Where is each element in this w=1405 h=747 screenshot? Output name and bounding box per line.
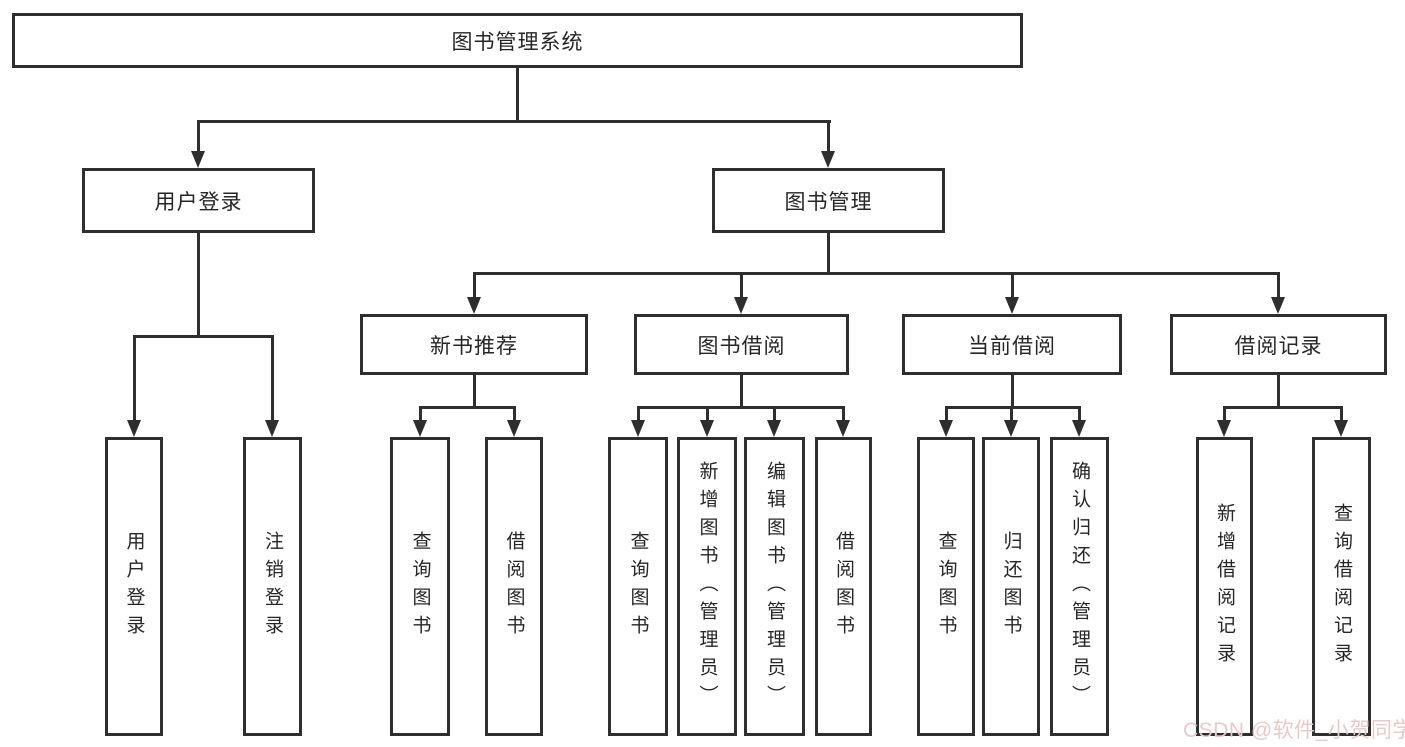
connector-line (1011, 375, 1014, 406)
arrow-down-icon (836, 420, 850, 437)
connector-line (740, 375, 743, 406)
arrow-down-icon (507, 420, 521, 437)
connector-line (473, 272, 1280, 275)
connector-line (1010, 406, 1013, 422)
leaf-label: 查询图书 (409, 530, 431, 643)
node-book-borrowing: 图书借阅 (634, 314, 849, 375)
leaf-label: 查询图书 (627, 530, 649, 643)
connector-line (513, 406, 516, 422)
arrow-down-icon (734, 297, 748, 314)
arrow-down-icon (191, 151, 205, 168)
leaf-user-login: 用户登录 (105, 437, 163, 736)
leaf-borrow-books: 借阅图书 (815, 437, 872, 736)
leaf-label: 新增借阅记录 (1214, 502, 1235, 671)
arrow-down-icon (631, 420, 645, 437)
leaf-logout: 注销登录 (243, 437, 302, 736)
arrow-down-icon (1217, 420, 1231, 437)
leaf-borrow-books-recommend: 借阅图书 (485, 437, 543, 736)
leaf-label: 确认归还（管理员） (1069, 460, 1090, 713)
connector-line (419, 406, 422, 422)
leaf-label: 编辑图书（管理员） (764, 460, 785, 713)
connector-line (637, 406, 640, 422)
connector-line (197, 120, 200, 153)
connector-line (473, 272, 476, 299)
connector-line (419, 406, 516, 409)
leaf-label: 借阅图书 (503, 530, 525, 643)
arrow-down-icon (767, 420, 781, 437)
connector-line (827, 120, 830, 153)
connector-line (1277, 375, 1280, 406)
arrow-down-icon (467, 297, 481, 314)
arrow-down-icon (821, 151, 835, 168)
arrow-down-icon (413, 420, 427, 437)
connector-line (133, 335, 274, 338)
connector-line (842, 406, 845, 422)
node-current-borrowing: 当前借阅 (902, 314, 1122, 375)
connector-line (773, 406, 776, 422)
arrow-down-icon (939, 420, 953, 437)
connector-line (1340, 406, 1343, 422)
leaf-query-books-recommend: 查询图书 (390, 437, 450, 736)
leaf-label: 查询图书 (935, 530, 957, 643)
node-borrowing-records: 借阅记录 (1170, 314, 1387, 375)
leaf-confirm-return-admin: 确认归还（管理员） (1050, 437, 1109, 736)
connector-line (516, 68, 519, 120)
connector-line (740, 272, 743, 299)
node-library-management-system: 图书管理系统 (12, 13, 1023, 68)
arrow-down-icon (265, 420, 279, 437)
arrow-down-icon (1005, 297, 1019, 314)
connector-line (197, 233, 200, 335)
connector-line (1011, 272, 1014, 299)
leaf-label: 用户登录 (123, 530, 145, 643)
leaf-label: 查询借阅记录 (1331, 502, 1352, 671)
connector-line (1223, 406, 1226, 422)
arrow-down-icon (1004, 420, 1018, 437)
connector-line (133, 335, 136, 423)
csdn-watermark: CSDN @软件_小贺同学 (1183, 719, 1405, 742)
arrow-down-icon (127, 420, 141, 437)
connector-line (706, 406, 709, 422)
connector-line (197, 120, 831, 123)
leaf-edit-books-admin: 编辑图书（管理员） (744, 437, 805, 736)
leaf-label: 归还图书 (1000, 530, 1022, 643)
leaf-query-books-borrowing: 查询图书 (608, 437, 668, 736)
connector-line (945, 406, 1081, 409)
leaf-add-borrow-record: 新增借阅记录 (1196, 437, 1253, 736)
leaf-return-books: 归还图书 (982, 437, 1040, 736)
node-book-management: 图书管理 (712, 168, 945, 233)
connector-line (473, 375, 476, 406)
node-user-login: 用户登录 (82, 168, 315, 233)
connector-line (637, 406, 845, 409)
leaf-label: 借阅图书 (833, 530, 854, 643)
leaf-label: 新增图书（管理员） (696, 460, 718, 713)
connector-line (1277, 272, 1280, 299)
leaf-add-books-admin: 新增图书（管理员） (677, 437, 737, 736)
node-new-book-recommend: 新书推荐 (360, 314, 588, 375)
connector-line (271, 335, 274, 423)
connector-line (1223, 406, 1343, 409)
connector-line (827, 233, 830, 272)
arrow-down-icon (1072, 420, 1086, 437)
arrow-down-icon (1334, 420, 1348, 437)
arrow-down-icon (700, 420, 714, 437)
leaf-query-books-current: 查询图书 (917, 437, 975, 736)
leaf-query-borrow-record: 查询借阅记录 (1312, 437, 1371, 736)
leaf-label: 注销登录 (262, 530, 283, 643)
connector-line (1078, 406, 1081, 422)
connector-line (945, 406, 948, 422)
arrow-down-icon (1271, 297, 1285, 314)
